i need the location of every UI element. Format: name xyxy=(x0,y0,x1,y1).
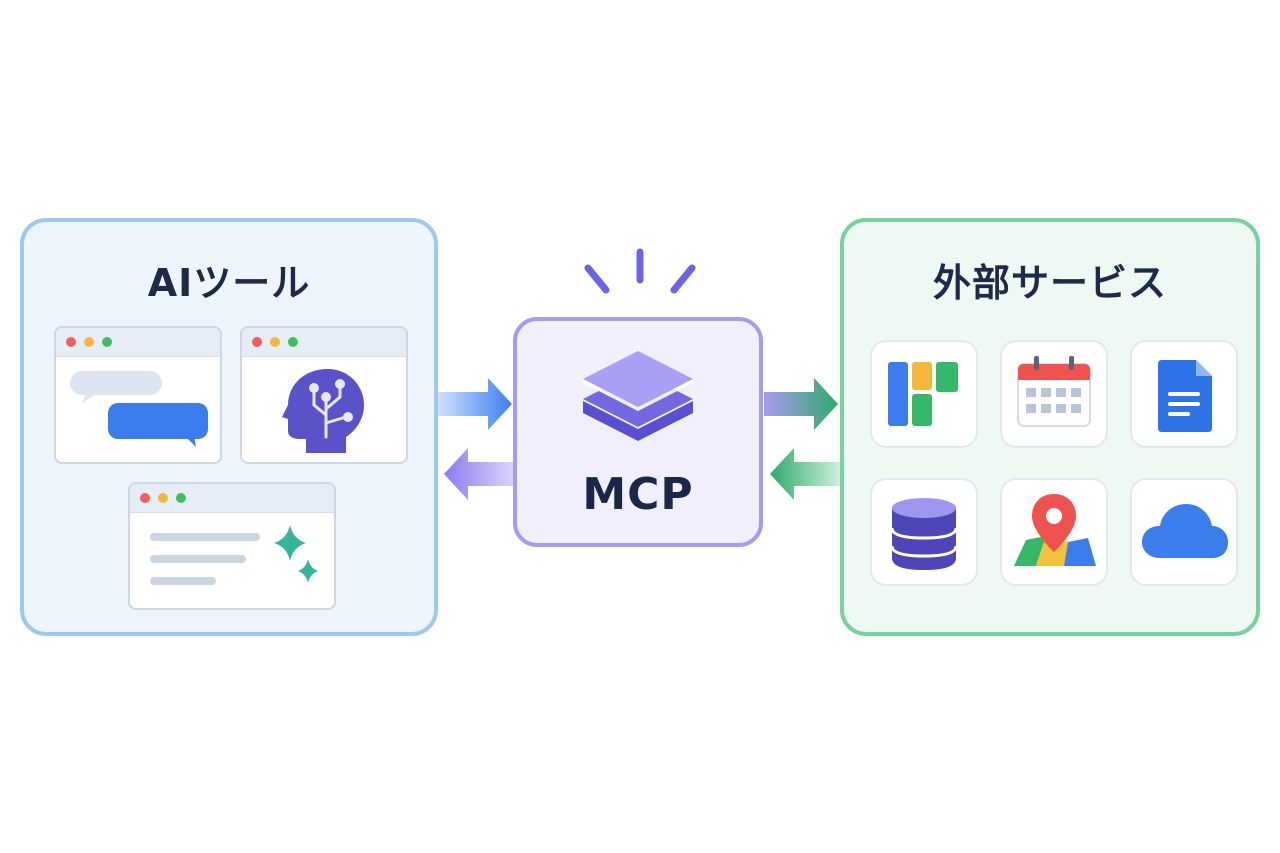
cloud-service-tile xyxy=(1130,478,1238,586)
map-service-tile xyxy=(1000,478,1108,586)
maximize-dot-icon xyxy=(102,337,112,347)
database-icon xyxy=(890,498,958,570)
close-dot-icon xyxy=(252,337,262,347)
external-services-panel: 外部サービス xyxy=(840,218,1260,636)
mcp-hub: MCP xyxy=(513,317,763,547)
calendar-icon xyxy=(1017,356,1091,427)
close-dot-icon xyxy=(66,337,76,347)
ai-mcp-arrows xyxy=(438,378,516,500)
ai-tools-panel: AIツール xyxy=(20,218,438,636)
document-service-tile xyxy=(1130,340,1238,448)
calendar-service-tile xyxy=(1000,340,1108,448)
minimize-dot-icon xyxy=(270,337,280,347)
ai-brain-head-icon xyxy=(282,369,364,453)
maximize-dot-icon xyxy=(288,337,298,347)
minimize-dot-icon xyxy=(84,337,94,347)
external-services-title: 外部サービス xyxy=(932,261,1167,305)
database-service-tile xyxy=(870,478,978,586)
map-pin-icon xyxy=(1014,494,1096,566)
close-dot-icon xyxy=(140,493,150,503)
kanban-board-icon xyxy=(888,362,958,426)
highlight-rays-icon xyxy=(584,248,696,294)
arrow-right-icon xyxy=(764,378,838,430)
layers-stack-icon xyxy=(583,351,693,441)
document-icon xyxy=(1158,360,1212,432)
text-editor-window xyxy=(128,482,336,610)
text-lines-sparkle-icon xyxy=(150,525,318,585)
arrow-left-icon xyxy=(444,448,516,500)
chat-bubbles-icon xyxy=(70,371,208,447)
ai-tools-title: AIツール xyxy=(147,261,311,305)
window-titlebar xyxy=(56,328,220,357)
cloud-icon xyxy=(1142,504,1228,558)
window-titlebar xyxy=(130,484,334,513)
minimize-dot-icon xyxy=(158,493,168,503)
maximize-dot-icon xyxy=(176,493,186,503)
mcp-external-arrows xyxy=(764,378,842,500)
ai-brain-window xyxy=(240,326,408,464)
arrow-right-icon xyxy=(438,378,512,430)
kanban-service-tile xyxy=(870,340,978,448)
arrow-left-icon xyxy=(770,448,842,500)
window-titlebar xyxy=(242,328,406,357)
mcp-label: MCP xyxy=(582,469,694,520)
chat-window xyxy=(54,326,222,464)
